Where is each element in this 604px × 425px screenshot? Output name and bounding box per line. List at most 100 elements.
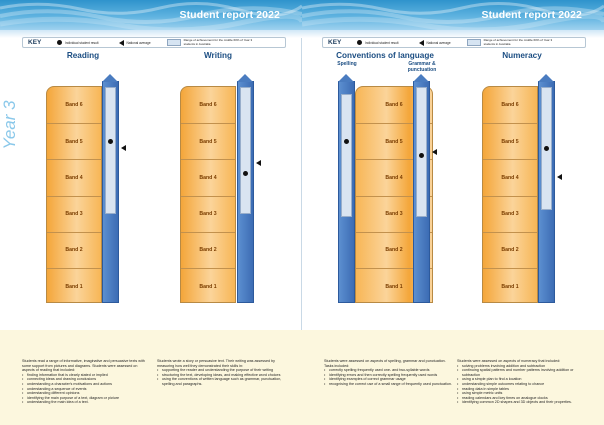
conventions-skill-list: correctly spelling frequently used one- … — [324, 368, 452, 386]
skill-item: connecting ideas and drawing conclusions — [22, 377, 150, 382]
band-label: Band 1 — [199, 283, 217, 290]
conventions-title: Conventions of language — [336, 51, 434, 60]
band-row: Band 4 — [483, 159, 537, 195]
student-result-dot-icon — [57, 40, 62, 45]
key-national-text: National average — [126, 40, 151, 45]
key-individual-text: Individual student result — [365, 40, 399, 45]
key-range-text: Range of achievement for the middle 60% … — [483, 37, 553, 46]
left-page: Student report 2022 KEY Individual stude… — [0, 0, 302, 425]
key-label: KEY — [328, 39, 342, 46]
band-row: Band 4 — [47, 159, 101, 195]
skill-item: understanding different opinions — [22, 391, 150, 396]
conventions-description: Students were assessed on aspects of spe… — [324, 359, 452, 387]
band-row: Band 2 — [47, 231, 101, 268]
skill-item: structuring the text, developing ideas, … — [157, 373, 285, 378]
skill-item: understanding a sequence of events — [22, 387, 150, 392]
range-swatch-icon — [166, 39, 181, 46]
skill-item: correctly spelling frequently used one- … — [324, 368, 452, 373]
spelling-subtitle: Spelling — [337, 61, 357, 67]
skill-item: identifying common 2D shapes and 3D obje… — [457, 400, 585, 405]
band-row: Band 2 — [356, 231, 432, 268]
band-row: Band 5 — [356, 123, 432, 159]
band-row: Band 5 — [47, 123, 101, 159]
grammar-scale-bar — [413, 74, 437, 303]
reading-description: Students read a range of informative, im… — [22, 359, 150, 405]
writing-skill-list: supporting the reader and understanding … — [157, 368, 285, 386]
skill-item: using the conventions of written languag… — [157, 377, 285, 386]
band-row: Band 1 — [47, 268, 101, 302]
band-label: Band 3 — [65, 211, 83, 218]
reading-scale-bar — [102, 74, 126, 303]
right-page: Student report 2022 KEY Individual stude… — [302, 0, 604, 425]
band-label: Band 2 — [65, 247, 83, 254]
middle-60-range — [416, 87, 427, 218]
band-label: Band 1 — [65, 283, 83, 290]
band-label: Band 2 — [501, 247, 519, 254]
band-label: Band 2 — [199, 247, 217, 254]
writing-scale-bar — [237, 74, 261, 303]
middle-60-range — [105, 87, 116, 214]
skill-item: identifying errors and then correctly sp… — [324, 373, 452, 378]
band-row: Band 5 — [181, 123, 235, 159]
band-row: Band 3 — [47, 195, 101, 232]
skill-item: understanding simple outcomes relating t… — [457, 382, 585, 387]
band-label: Band 1 — [385, 283, 403, 290]
national-average-marker — [121, 145, 126, 152]
band-label: Band 5 — [199, 138, 217, 145]
national-average-triangle-icon — [118, 39, 124, 46]
reading-skill-list: finding information that is clearly stat… — [22, 373, 150, 405]
band-label: Band 6 — [501, 102, 519, 109]
band-row: Band 2 — [483, 231, 537, 268]
spelling-scale-bar — [338, 74, 355, 303]
student-result-dot — [243, 171, 248, 177]
band-label: Band 5 — [385, 138, 403, 145]
band-label: Band 2 — [385, 247, 403, 254]
wave-pattern — [302, 2, 604, 30]
band-label: Band 6 — [65, 102, 83, 109]
skill-item: supporting the reader and understanding … — [157, 368, 285, 373]
student-result-dot-icon — [357, 40, 362, 45]
band-row: Band 6 — [47, 87, 101, 123]
band-row: Band 1 — [181, 268, 235, 302]
band-row: Band 2 — [181, 231, 235, 268]
key-national-text: National average — [426, 40, 451, 45]
band-row: Band 4 — [356, 159, 432, 195]
student-result-dot — [419, 153, 424, 159]
report-title: Student report 2022 — [179, 9, 280, 21]
national-average-marker — [557, 174, 562, 180]
skill-item: identifying the main purpose of a text, … — [22, 396, 150, 401]
band-label: Band 6 — [385, 102, 403, 109]
skill-item: understanding the main idea of a text. — [22, 400, 150, 405]
middle-60-range — [341, 94, 352, 218]
skill-item: finding information that is clearly stat… — [22, 373, 150, 378]
band-row: Band 3 — [483, 195, 537, 232]
grammar-subtitle: Grammar & punctuation — [407, 61, 437, 73]
reading-band-column: Band 6 Band 5 Band 4 Band 3 Band 2 Band 1 — [46, 86, 102, 303]
skill-item: recognising the correct use of a small r… — [324, 382, 452, 387]
skill-item: understanding a character's motivations … — [22, 382, 150, 387]
page-spine — [301, 0, 302, 425]
wave-pattern — [0, 2, 302, 30]
band-label: Band 3 — [385, 211, 403, 218]
national-average-triangle-icon — [418, 39, 424, 46]
year-label: Year 3 — [0, 100, 19, 150]
report-header-right: Student report 2022 — [302, 0, 604, 30]
band-label: Band 4 — [385, 174, 403, 181]
national-average-marker — [432, 148, 437, 155]
band-row: Band 3 — [181, 195, 235, 232]
key-legend: KEY Individual student result National a… — [22, 37, 286, 48]
student-result-dot — [344, 138, 349, 144]
report-header: Student report 2022 — [0, 0, 302, 30]
skill-item: continuing spatial patterns and number p… — [457, 368, 585, 377]
band-label: Band 4 — [199, 174, 217, 181]
band-label: Band 5 — [65, 138, 83, 145]
band-row: Band 5 — [483, 123, 537, 159]
report-title-right: Student report 2022 — [481, 9, 582, 21]
skill-item: reading calendars and key times on analo… — [457, 396, 585, 401]
writing-description: Students wrote a story or persuasive tex… — [157, 359, 285, 387]
band-label: Band 3 — [199, 211, 217, 218]
skill-item: reading data in simple tables — [457, 387, 585, 392]
band-label: Band 1 — [501, 283, 519, 290]
range-swatch-icon — [466, 39, 481, 46]
